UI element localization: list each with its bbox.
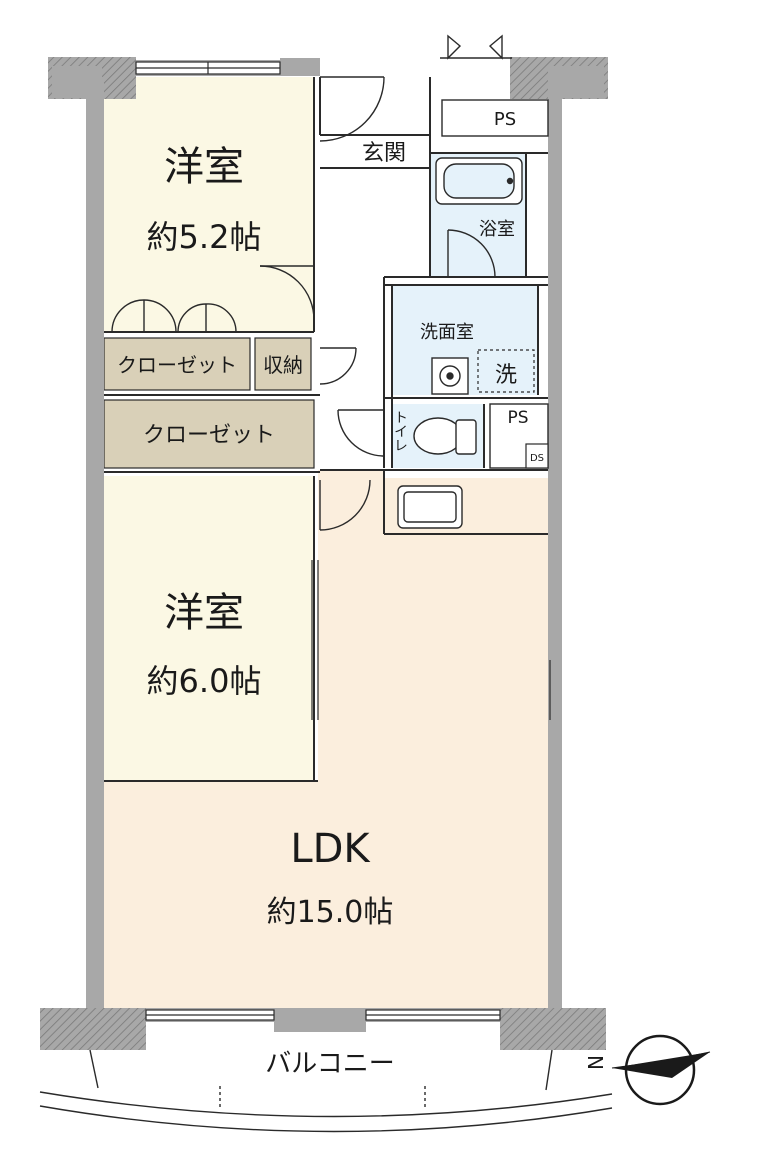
ps-top-box	[441, 99, 549, 137]
interior-walls	[104, 77, 548, 782]
balcony-windows	[145, 1009, 501, 1021]
closet-upper-label: クローゼット	[117, 353, 237, 377]
balcony-rail	[39, 1049, 613, 1133]
entrance-label: 玄関	[362, 141, 406, 166]
kitchen-sink	[397, 485, 463, 529]
toilet-fixture	[413, 417, 477, 455]
door-swings	[111, 34, 512, 531]
storage-area	[254, 337, 312, 391]
compass-north-label: N	[584, 1055, 608, 1070]
western-room-1-floor	[104, 77, 314, 332]
bathtub	[435, 157, 523, 205]
washer-space	[477, 349, 535, 393]
ldk-size: 約15.0帖	[267, 895, 394, 930]
washroom-label: 洗面室	[420, 322, 474, 343]
washer-label: 洗	[495, 363, 517, 388]
compass: N	[584, 1034, 711, 1106]
outer-walls	[40, 57, 608, 1050]
western-room-2-floor	[104, 476, 314, 781]
toilet-label: トイレ	[392, 410, 408, 452]
compass-needle-icon	[612, 1052, 710, 1078]
ds-box	[525, 443, 549, 469]
bathroom-label: 浴室	[479, 219, 515, 240]
closet-upper-area	[103, 337, 251, 391]
western-room-1-size: 約5.2帖	[147, 218, 262, 256]
balcony-label: バルコニー	[265, 1049, 394, 1079]
western-room-2-size: 約6.0帖	[147, 662, 262, 700]
wash-basin	[431, 357, 469, 395]
sliding-doors	[311, 560, 551, 720]
western-room-2-name: 洋室	[164, 590, 244, 636]
ps-top-label: PS	[494, 109, 516, 130]
storage-label: 収納	[263, 353, 303, 377]
western-room-1-name: 洋室	[164, 144, 244, 190]
ldk-name: LDK	[290, 826, 371, 872]
ps-mid-label: PS	[507, 408, 528, 428]
ldk-floor	[104, 470, 548, 1008]
ds-label: DS	[530, 453, 544, 464]
closet-lower-area	[103, 399, 315, 469]
top-windows	[135, 61, 281, 75]
closet-lower-label: クローゼット	[143, 423, 275, 448]
